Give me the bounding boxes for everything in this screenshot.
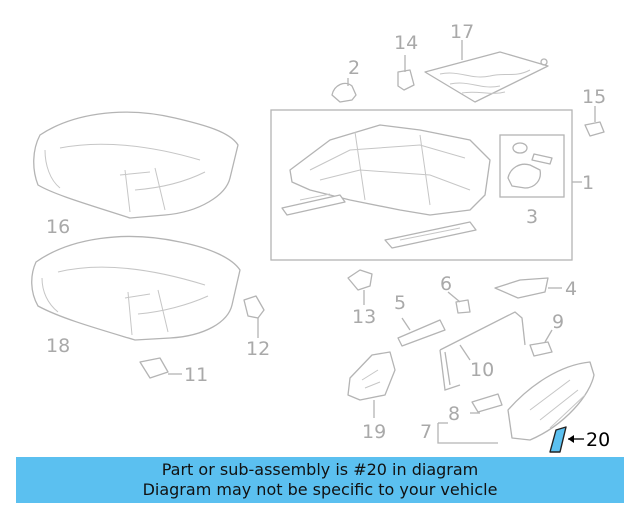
part-18-back-pad [31, 235, 241, 341]
part-9-screw [529, 329, 553, 357]
callout-16: 16 [46, 216, 70, 238]
part-7-side-shield [437, 361, 595, 444]
part-13-clip [347, 269, 373, 305]
callout-15: 15 [582, 86, 606, 108]
part-6-clip [447, 291, 471, 314]
part-5-cover [397, 317, 446, 347]
part-20-highlighted [549, 426, 584, 453]
callout-7: 7 [420, 421, 432, 443]
callout-3: 3 [526, 206, 538, 228]
callout-4: 4 [565, 278, 577, 300]
caption-line-1: Part or sub-assembly is #20 in diagram [161, 460, 479, 479]
callout-12: 12 [246, 338, 270, 360]
callout-9: 9 [552, 311, 564, 333]
part-2-clip [331, 78, 357, 103]
callout-8: 8 [448, 403, 460, 425]
part-10-rod [439, 311, 526, 391]
part-1-frame-assembly [270, 109, 582, 261]
part-4-bracket [494, 277, 562, 299]
part-19-bracket [347, 351, 396, 418]
callout-18: 18 [46, 335, 70, 357]
part-15-cap [584, 106, 605, 137]
callout-5: 5 [394, 292, 406, 314]
callout-20: 20 [586, 429, 610, 451]
callout-2: 2 [348, 57, 360, 79]
callout-17: 17 [450, 21, 474, 43]
callout-14: 14 [394, 32, 418, 54]
caption-line-2: Diagram may not be specific to your vehi… [142, 480, 498, 499]
part-17-heater-mat [424, 40, 549, 103]
part-8-cover [471, 393, 503, 413]
callout-13: 13 [352, 306, 376, 328]
part-16-cushion-pad [33, 111, 239, 219]
caption-banner: Part or sub-assembly is #20 in diagram D… [16, 457, 624, 503]
part-14-bracket [397, 55, 415, 91]
callout-11: 11 [184, 364, 208, 386]
callout-6: 6 [440, 273, 452, 295]
callout-1: 1 [582, 172, 594, 194]
part-12-bracket [243, 295, 265, 338]
parts-diagram: 1 2 3 4 5 6 7 8 9 10 11 12 13 14 15 16 1… [31, 21, 610, 453]
callout-10: 10 [470, 359, 494, 381]
part-11-cover [139, 357, 182, 379]
callout-19: 19 [362, 421, 386, 443]
